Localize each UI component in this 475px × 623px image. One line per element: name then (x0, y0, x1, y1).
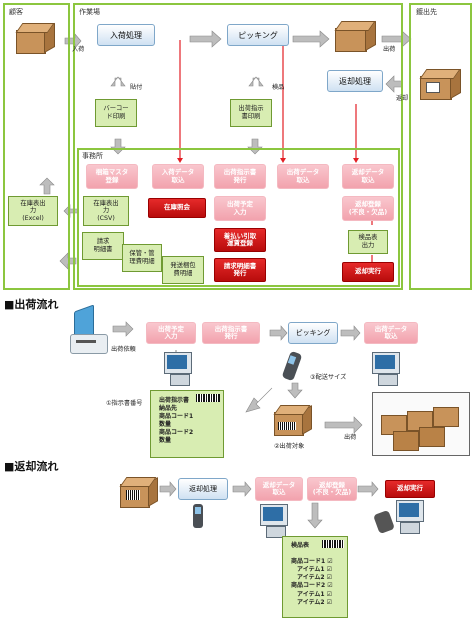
shipping-order-label: 出荷依頼 (111, 346, 136, 353)
inspection-list-doc: 検品表 商品コード1 ☑ アイテム1 ☑ アイテム2 ☑ 商品コード2 ☑ アイ… (282, 536, 348, 618)
barcode-icon (322, 540, 344, 548)
return-data-import-step[interactable]: 返却データ 取込 (255, 477, 303, 501)
computer-icon (370, 352, 402, 388)
arrival-label: 入荷 (72, 46, 85, 53)
warehouse-zone: 作業場 (73, 3, 403, 290)
computer-scanner-icon (373, 500, 424, 536)
shipping-plan-input-button[interactable]: 出荷予定 入力 (214, 196, 266, 221)
printer-icon (68, 304, 110, 356)
stock-inquiry-button[interactable]: 在庫照会 (148, 198, 206, 218)
shipping-instruction-issue-step[interactable]: 出荷指示書 発行 (202, 322, 260, 344)
instruction-number-label: ①指示書番号 (106, 400, 143, 407)
receiving-button[interactable]: 入荷処理 (97, 24, 155, 46)
shipping-fee-doc: 発送梱包 費明細 (162, 256, 204, 284)
shipping-data-import-button[interactable]: 出荷データ 取込 (277, 164, 329, 189)
customer-zone: 顧客 (3, 3, 70, 290)
invoice-issue-button[interactable]: 請求明細書 発行 (214, 258, 266, 282)
barcode-icon (196, 394, 220, 402)
picking-button-label: ピッキング (238, 30, 278, 40)
delivery-size-label: ③配送サイズ (310, 374, 347, 381)
customer-zone-title: 顧客 (9, 8, 23, 16)
shipping-data-import-step[interactable]: 出荷データ 取込 (364, 322, 418, 344)
shipping-instruction-print-doc[interactable]: 出荷指示 書印刷 (230, 99, 272, 127)
shipping-instruction-issue-button[interactable]: 出荷指示書 発行 (214, 164, 266, 189)
office-zone-title: 事務所 (82, 152, 103, 160)
office-zone: 事務所 (77, 148, 400, 287)
return-processing-step-label: 返却処理 (189, 485, 217, 493)
shipping-plan-input-step[interactable]: 出荷予定 入力 (146, 322, 196, 344)
shipping-label: 出荷 (383, 46, 396, 53)
package-icon (418, 66, 462, 102)
return-register-step[interactable]: 返却登録 (不良・欠品) (307, 477, 357, 501)
return-label: 返却 (396, 95, 409, 102)
shipment-pallet (372, 392, 470, 456)
picking-step[interactable]: ピッキング (288, 322, 338, 344)
handheld-scanner-icon (281, 350, 303, 382)
return-execute-button[interactable]: 返却実行 (342, 262, 394, 282)
receiving-button-label: 入荷処理 (110, 30, 142, 40)
stock-excel-doc[interactable]: 在庫表出 力 (Excel) (8, 196, 58, 226)
storage-fee-doc: 保管・管 理費明細 (122, 244, 162, 272)
inspection-label: 検品 (272, 84, 285, 91)
shipping-dest-zone-title: 鍍出先 (416, 8, 437, 16)
invoice-doc: 請求 明細書 (82, 232, 124, 260)
computer-icon (162, 352, 194, 388)
picking-button[interactable]: ピッキング (227, 24, 289, 46)
shipping-target-label: ②出荷対象 (274, 443, 305, 450)
return-flow-title: ■返却流れ (4, 460, 59, 473)
return-execute-step[interactable]: 返却実行 (385, 480, 435, 498)
return-processing-button[interactable]: 返却処理 (327, 70, 383, 92)
attach-label: 貼付 (130, 84, 143, 91)
picking-step-label: ピッキング (295, 329, 331, 337)
handheld-scanner-icon (190, 504, 206, 530)
return-processing-step[interactable]: 返却処理 (178, 478, 228, 500)
package-icon (333, 18, 377, 54)
ship-label: 出荷 (344, 434, 357, 441)
inspection-output-doc[interactable]: 検品表 出力 (348, 230, 388, 254)
warehouse-zone-title: 作業場 (79, 8, 100, 16)
package-icon (272, 402, 312, 438)
return-data-import-button[interactable]: 返却データ 取込 (342, 164, 394, 189)
stock-csv-doc[interactable]: 在庫表出 力 (CSV) (83, 196, 129, 226)
computer-icon (258, 504, 290, 540)
box-master-register-button[interactable]: 梱箱マスタ 登録 (86, 164, 138, 189)
return-processing-button-label: 返却処理 (339, 76, 371, 86)
package-icon (14, 20, 55, 56)
shipping-dest-zone: 鍍出先 (409, 3, 472, 290)
barcode-print-doc[interactable]: バーコー ド印刷 (95, 99, 137, 127)
return-register-button[interactable]: 返却登録 (不良・欠品) (342, 196, 394, 221)
cod-freight-register-button[interactable]: 着払い引取 運賃登録 (214, 228, 266, 252)
package-icon (118, 474, 160, 510)
shipping-flow-title: ■出荷流れ (4, 298, 59, 311)
arrival-data-import-button[interactable]: 入荷データ 取込 (152, 164, 204, 189)
